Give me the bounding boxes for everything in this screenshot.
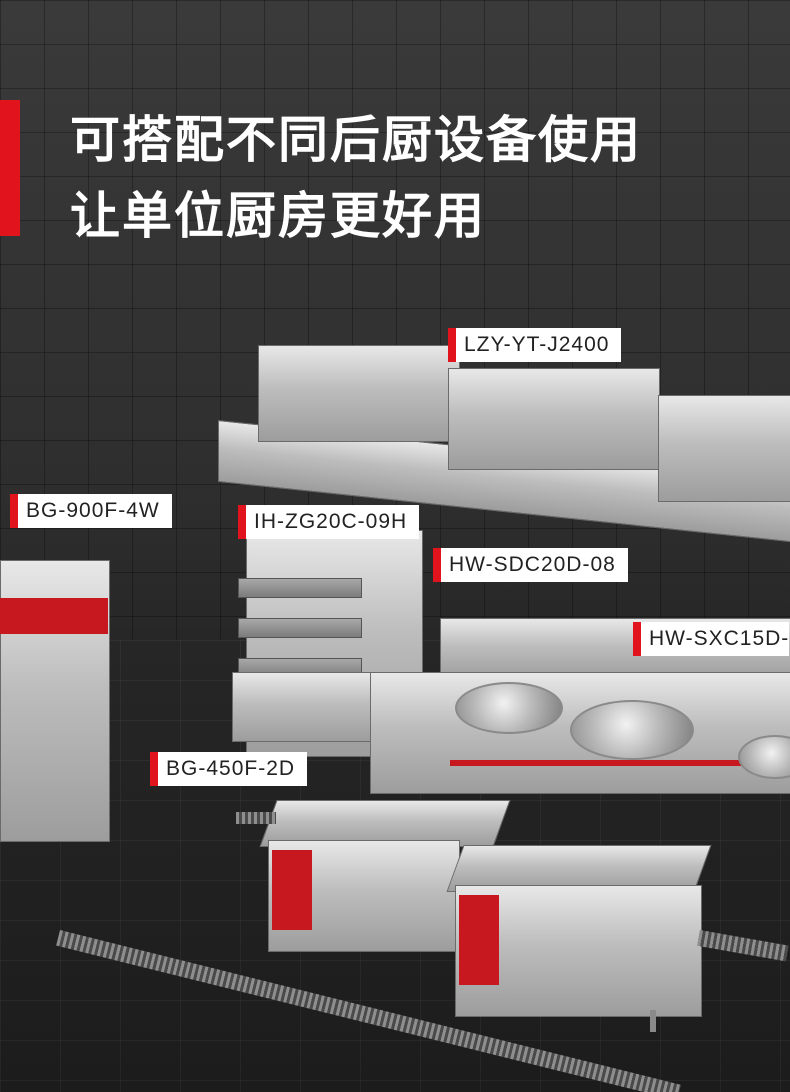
wok-stove-red-stripe (450, 760, 790, 766)
wok-far-right (738, 735, 790, 779)
headline-line-1: 可搭配不同后厨设备使用 (70, 111, 642, 169)
fridge-top-band (0, 598, 108, 634)
tag-wok-stove: HW-SDC20D-08 (433, 548, 628, 582)
wok-left (455, 682, 563, 734)
tag-upright-fridge-text: BG-900F-4W (26, 499, 160, 522)
table-leg (650, 1010, 656, 1032)
tag-worktable-fridge-text: BG-450F-2D (166, 757, 296, 780)
steamer-base (232, 672, 374, 742)
headline-accent-bar (0, 100, 20, 236)
tag-wok-stove-2-text: HW-SXC15D- (649, 627, 790, 650)
floor-drain-back (236, 812, 276, 824)
tag-upright-fridge: BG-900F-4W (10, 494, 172, 528)
tag-wok-stove-2: HW-SXC15D- (633, 622, 790, 656)
worktable-fridge-1-panel (272, 850, 312, 930)
tag-wok-stove-text: HW-SDC20D-08 (449, 553, 616, 576)
hood-fan-box-3 (658, 395, 790, 502)
tag-worktable-fridge: BG-450F-2D (150, 752, 308, 786)
tag-range-hood-text: LZY-YT-J2400 (464, 333, 610, 356)
hood-fan-box-2 (448, 368, 660, 470)
headline-line-2: 让单位厨房更好用 (70, 187, 486, 245)
tag-steamer-text: IH-ZG20C-09H (254, 510, 408, 533)
tag-steamer: IH-ZG20C-09H (238, 505, 420, 539)
wok-right (570, 700, 694, 760)
steamer-tray-2 (238, 618, 362, 638)
steamer-tray-1 (238, 578, 362, 598)
hood-fan-box-1 (258, 345, 460, 442)
tag-range-hood: LZY-YT-J2400 (448, 328, 622, 362)
worktable-fridge-2-panel (459, 895, 499, 985)
